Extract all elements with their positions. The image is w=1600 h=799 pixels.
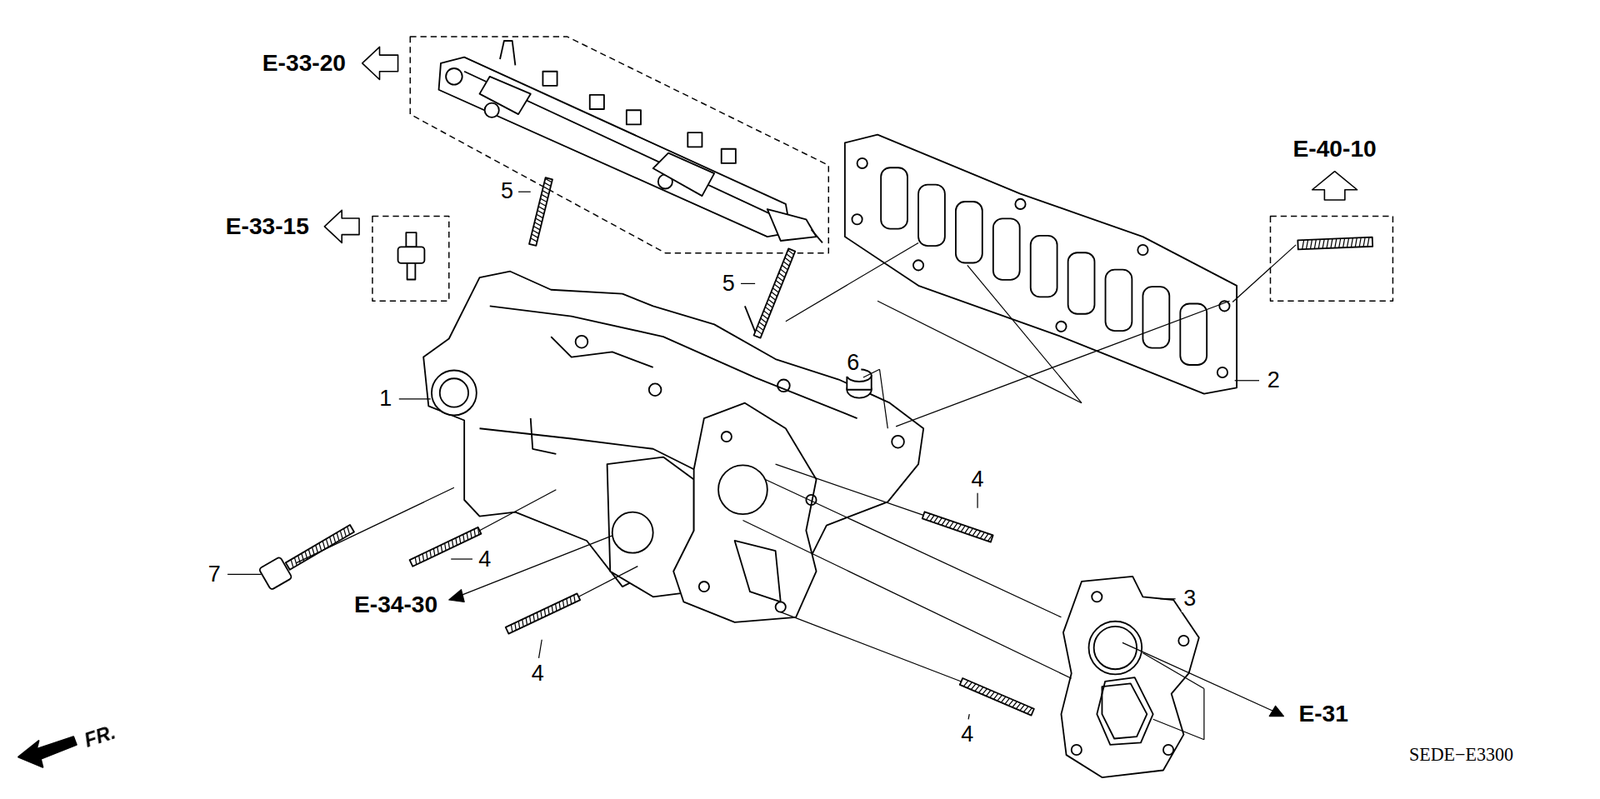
- gasket-port: [880, 167, 908, 229]
- stud-bolt: [960, 678, 1035, 716]
- hollow-arrow: [362, 46, 399, 80]
- gasket-port: [955, 201, 983, 263]
- gasket-port: [1030, 235, 1058, 297]
- reference-code: E-31: [1296, 700, 1350, 729]
- manifold-gasket: [845, 135, 1237, 395]
- union-fitting: [398, 232, 425, 280]
- callout-number: 4: [529, 660, 546, 687]
- fuel-rail: [439, 40, 823, 243]
- callout-number: 4: [959, 721, 976, 749]
- intake-manifold: [423, 271, 924, 623]
- reference-code: E-33-15: [223, 212, 311, 240]
- callout-number: 1: [377, 385, 395, 413]
- bolt-hole: [857, 158, 868, 169]
- leader-lines: [227, 191, 1296, 740]
- bolt-hole: [1217, 367, 1228, 378]
- drawing-code: SEDE−E3300: [1406, 744, 1515, 766]
- callout-number: 5: [720, 270, 737, 297]
- front-arrow: [18, 736, 77, 768]
- callout-number: 2: [1265, 367, 1282, 395]
- joint-box: [372, 216, 450, 302]
- reference-code: E-33-20: [260, 49, 348, 77]
- callout-number: 4: [476, 545, 494, 573]
- callout-number: 7: [205, 560, 223, 588]
- fuel-rail-box: [410, 36, 829, 254]
- callout-number: 3: [1181, 585, 1199, 613]
- callout-number: 6: [845, 350, 862, 377]
- stud-bolt: [529, 177, 553, 246]
- bolt-hole: [1015, 199, 1025, 210]
- stud-bolt: [410, 527, 482, 567]
- gasket-port: [1180, 303, 1207, 365]
- gasket-port: [993, 218, 1020, 280]
- bolt-hole: [913, 260, 924, 270]
- hollow-arrow: [1312, 171, 1358, 200]
- bolt-hole: [1137, 245, 1148, 255]
- callout-number: 4: [969, 466, 986, 494]
- stud-bolt: [1297, 237, 1373, 250]
- gasket-port: [1105, 270, 1133, 331]
- gasket-port: [1142, 286, 1170, 348]
- stud-bolt: [754, 248, 796, 338]
- stud-box: [1270, 216, 1393, 302]
- reference-code: E-34-30: [352, 591, 440, 620]
- bolt-hole: [1055, 321, 1066, 332]
- callout-number: 5: [499, 177, 516, 205]
- gasket-port: [918, 185, 945, 246]
- flange-gasket: [1060, 576, 1199, 778]
- bolt-hole: [851, 214, 862, 225]
- hollow-arrow: [324, 210, 360, 243]
- direction-label: FR.: [80, 720, 121, 754]
- stud-bolt: [922, 511, 994, 542]
- stud-bolt: [505, 593, 580, 634]
- gasket-port: [1068, 252, 1095, 314]
- reference-code: E-40-10: [1290, 135, 1379, 163]
